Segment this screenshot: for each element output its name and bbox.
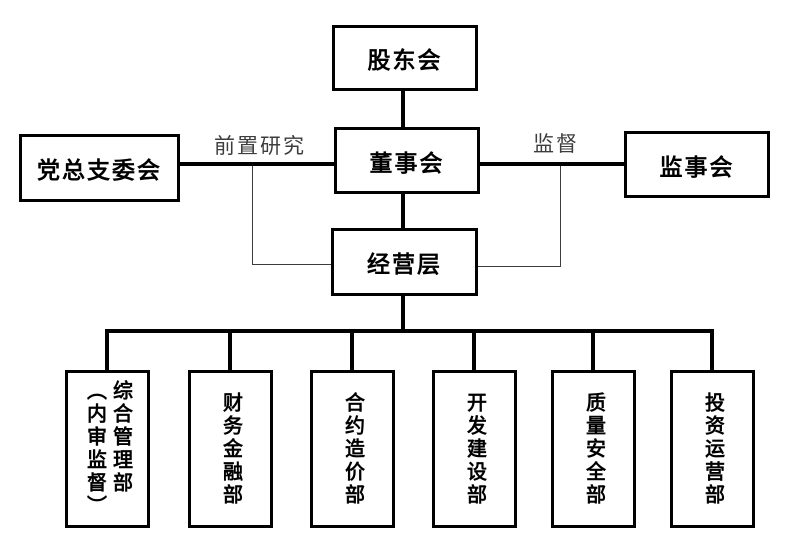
connector-drop-dept-3 [350,329,354,370]
node-party-committee: 党总支委会 [19,134,180,202]
connector-drop-dept-1 [105,329,109,370]
connector-drop-dept-5 [591,329,595,370]
node-management-label: 经营层 [367,251,442,277]
node-dept-investment-operations-label: 投资运营部 [701,391,724,507]
node-dept-quality-safety-label: 质量安全部 [582,391,605,507]
connector-drop-dept-2 [228,329,232,370]
node-board-of-directors-label: 董事会 [369,149,445,176]
connector-drop-dept-6 [710,329,714,370]
node-dept-general-management: 综合管理部 （内审监督） [65,370,150,528]
node-management: 经营层 [331,228,478,296]
node-dept-development-construction-label: 开发建设部 [463,391,486,507]
node-supervisory-board-label: 监事会 [659,153,735,180]
connector-party-management-vertical [252,166,253,265]
node-shareholders: 股东会 [332,25,478,91]
edge-label-supervision: 监督 [533,132,579,156]
node-shareholders-label: 股东会 [367,47,443,73]
node-dept-contract-cost: 合约造价部 [310,370,395,528]
node-dept-finance: 财务金融部 [188,370,273,528]
node-board-of-directors: 董事会 [334,127,480,194]
connector-directors-management [401,194,405,228]
node-dept-contract-cost-label: 合约造价部 [341,391,364,507]
connector-party-management-horizontal [252,264,331,265]
node-dept-development-construction: 开发建设部 [432,370,517,528]
node-supervisory-board: 监事会 [624,131,770,198]
connector-drop-dept-4 [472,329,476,370]
node-party-committee-label: 党总支委会 [37,157,162,183]
connector-shareholders-directors [401,91,405,127]
node-dept-investment-operations: 投资运营部 [670,370,755,528]
node-dept-general-management-label: 综合管理部 （内审监督） [83,380,132,518]
edge-label-pre-study: 前置研究 [214,134,306,158]
node-dept-quality-safety: 质量安全部 [551,370,636,528]
connector-busbar [105,329,714,333]
connector-supervisors-management-horizontal [478,266,561,267]
node-dept-finance-label: 财务金融部 [219,391,242,507]
connector-management-busbar [401,296,405,330]
connector-directors-supervisors [480,162,624,166]
connector-party-directors [180,162,334,166]
connector-supervisors-management-vertical [560,166,561,267]
